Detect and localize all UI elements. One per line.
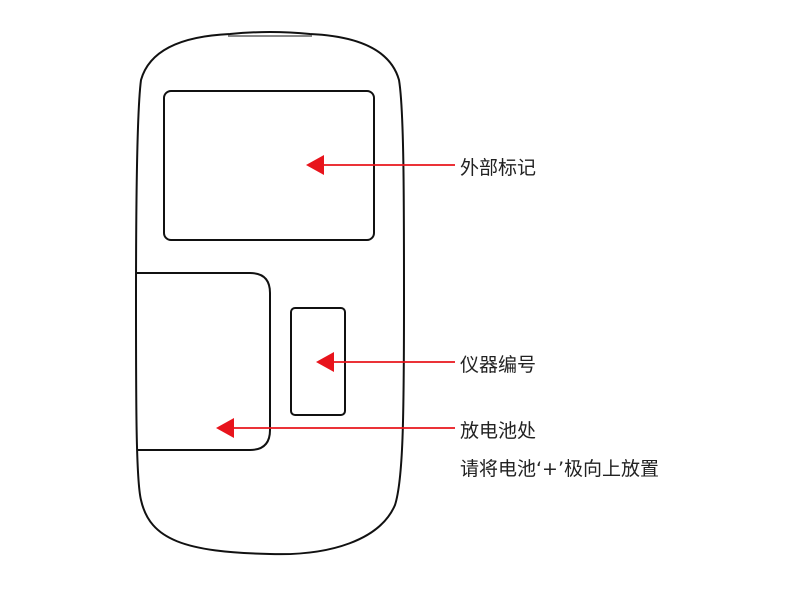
label-external-mark: 外部标记 [460,157,537,179]
arrow-external-mark [306,155,455,175]
label-battery-instruction: 请将电池‘+’极向上放置 [460,458,659,480]
label-device-number: 仪器编号 [460,354,537,376]
device-body-outline [134,31,406,556]
label-battery-place: 放电池处 [460,420,537,442]
arrow-device-number [316,352,455,372]
arrow-battery-place [216,418,455,438]
battery-compartment [137,272,271,451]
